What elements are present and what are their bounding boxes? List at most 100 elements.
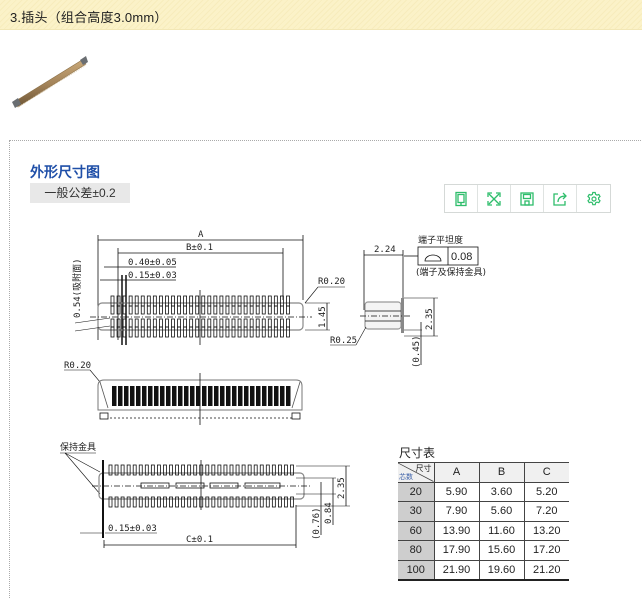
pin-inner-top bbox=[134, 305, 139, 315]
bottom-pin-bottom bbox=[163, 496, 167, 508]
bottom-pin-top bbox=[114, 464, 119, 476]
bottom-pin-bottom bbox=[211, 496, 216, 508]
pin-bottom bbox=[140, 326, 145, 338]
bottom-pin-bottom bbox=[235, 496, 240, 508]
table-row: 60 13.90 11.60 13.20 bbox=[398, 521, 569, 541]
bottom-pin-bottom bbox=[126, 496, 131, 508]
pin-inner-top bbox=[110, 305, 115, 315]
front-pin bbox=[274, 386, 279, 406]
bottom-pin-bottom bbox=[175, 496, 179, 508]
table-header-row: 尺寸 芯数 A B C bbox=[398, 462, 569, 483]
pin-inner-top bbox=[213, 305, 218, 315]
front-pin bbox=[124, 386, 129, 406]
pin-inner-bottom bbox=[134, 318, 139, 328]
pin-inner-top bbox=[165, 305, 169, 315]
pin-inner-top bbox=[146, 305, 151, 315]
pin-inner-bottom bbox=[140, 318, 145, 328]
pin-top bbox=[152, 295, 157, 307]
front-pin bbox=[178, 386, 183, 406]
bottom-pin-top bbox=[241, 464, 246, 476]
column-header-a: A bbox=[433, 462, 479, 483]
pin-bottom bbox=[158, 326, 163, 338]
flatness-note: (端子及保持金具) bbox=[416, 266, 486, 278]
pin-inner-bottom bbox=[249, 318, 254, 328]
pin-bottom bbox=[207, 326, 212, 338]
bottom-pin-top bbox=[181, 464, 186, 476]
bottom-pin-top bbox=[271, 464, 276, 476]
pin-bottom bbox=[219, 326, 224, 338]
bottom-pin-top bbox=[193, 464, 198, 476]
value-b-cell: 19.60 bbox=[478, 560, 524, 581]
bottom-view: 保持金具 0.15±0.03 C±0.1 2.35 0.84 (0.76) bbox=[60, 441, 350, 548]
front-pin bbox=[226, 386, 231, 406]
save-icon bbox=[520, 191, 534, 206]
pin-bottom bbox=[237, 326, 242, 338]
bottom-pin-bottom bbox=[229, 496, 234, 508]
bottom-pin-bottom bbox=[271, 496, 276, 508]
bottom-pin-top bbox=[187, 464, 192, 476]
pin-top bbox=[110, 295, 115, 307]
pin-top bbox=[171, 295, 175, 307]
bottom-pin-bottom bbox=[169, 496, 173, 508]
bottom-pin-top bbox=[290, 464, 294, 476]
pin-inner-top bbox=[255, 305, 260, 315]
pin-inner-bottom bbox=[279, 318, 284, 328]
leader-front-r020 bbox=[89, 369, 101, 383]
pin-inner-top bbox=[189, 305, 194, 315]
front-pin bbox=[214, 386, 219, 406]
bottom-pin-bottom bbox=[132, 496, 137, 508]
bottom-pin-bottom bbox=[277, 496, 282, 508]
table-row: 100 21.90 19.60 21.20 bbox=[398, 560, 569, 581]
settings-button[interactable] bbox=[577, 185, 610, 212]
value-c-cell: 13.20 bbox=[523, 521, 569, 541]
bottom-pin-top bbox=[175, 464, 179, 476]
bottom-pin-width-label: 0.15±0.03 bbox=[108, 524, 157, 534]
share-icon bbox=[553, 192, 567, 206]
pin-inner-bottom bbox=[207, 318, 212, 328]
side-view: 2.24 端子平坦度 0.08 (端子及保持金具) 2.35 (0.45) R0… bbox=[330, 234, 486, 368]
side-note-label: 0.54(吸附面) bbox=[71, 258, 83, 318]
pin-top bbox=[146, 295, 151, 307]
front-pin bbox=[172, 386, 177, 406]
pin-inner-top bbox=[158, 305, 163, 315]
front-pin bbox=[262, 386, 267, 406]
bottom-pin-bottom bbox=[156, 496, 161, 508]
value-c-cell: 17.20 bbox=[523, 540, 569, 561]
fullscreen-button[interactable] bbox=[478, 185, 511, 212]
column-header-b: B bbox=[478, 462, 524, 483]
bottom-pin-bottom bbox=[193, 496, 198, 508]
share-button[interactable] bbox=[544, 185, 577, 212]
bottom-pin-top bbox=[156, 464, 161, 476]
dim-235b-label: 2.35 bbox=[337, 477, 347, 499]
bottom-pin-bottom bbox=[241, 496, 246, 508]
pin-inner-bottom bbox=[225, 318, 230, 328]
pin-inner-top bbox=[225, 305, 230, 315]
dim-076-label: (0.76) bbox=[312, 507, 322, 540]
front-pin bbox=[184, 386, 189, 406]
bottom-pin-top bbox=[150, 464, 155, 476]
tablet-view-button[interactable] bbox=[445, 185, 478, 212]
value-b-cell: 5.60 bbox=[478, 501, 524, 522]
pin-inner-bottom bbox=[146, 318, 151, 328]
pin-inner-top bbox=[195, 305, 200, 315]
pin-inner-bottom bbox=[128, 318, 133, 328]
bottom-pin-bottom bbox=[138, 496, 143, 508]
pin-top bbox=[183, 295, 188, 307]
pin-top bbox=[140, 295, 145, 307]
pin-inner-bottom bbox=[267, 318, 272, 328]
bottom-pin-bottom bbox=[144, 496, 149, 508]
bottom-pin-bottom bbox=[120, 496, 125, 508]
connector-end-right bbox=[80, 56, 88, 65]
front-pin bbox=[154, 386, 159, 406]
section-container bbox=[9, 140, 642, 598]
save-button[interactable] bbox=[511, 185, 544, 212]
pin-inner-bottom bbox=[195, 318, 200, 328]
pin-top bbox=[213, 295, 218, 307]
bottom-pin-top bbox=[253, 464, 258, 476]
value-a-cell: 17.90 bbox=[433, 540, 479, 561]
value-a-cell: 5.90 bbox=[433, 482, 479, 502]
front-taper-left bbox=[99, 381, 109, 409]
leader-r025 bbox=[355, 326, 367, 346]
bottom-pin-top bbox=[120, 464, 125, 476]
